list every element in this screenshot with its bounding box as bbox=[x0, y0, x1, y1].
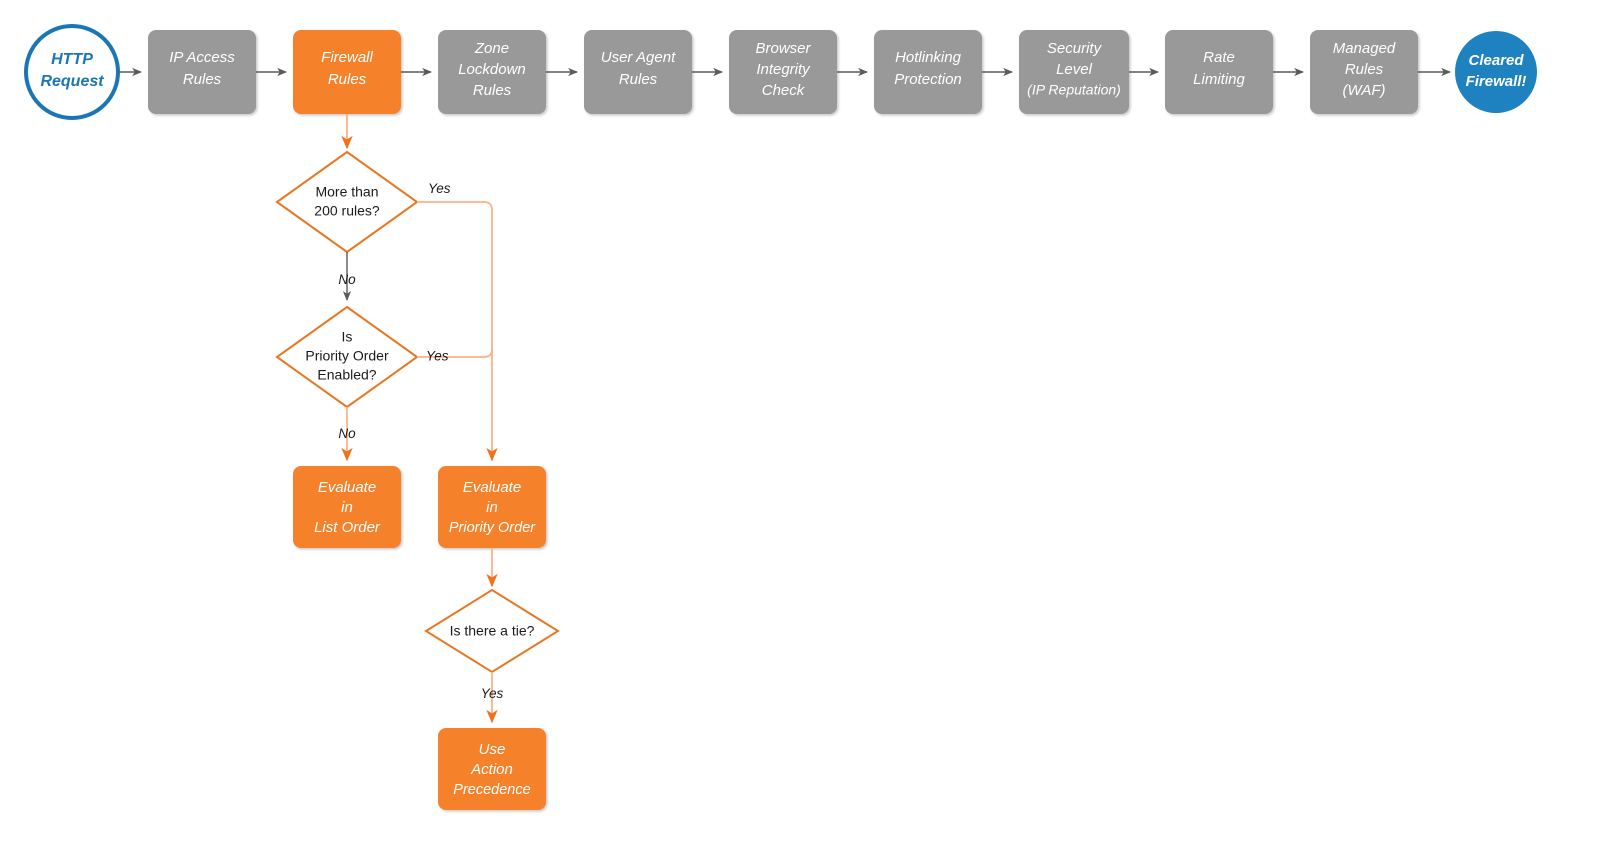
edge-label-yes-200-rules: Yes bbox=[428, 181, 451, 196]
node-evaluate-in-priority-order[interactable]: Evaluate in Priority Order bbox=[438, 466, 546, 548]
ip-access-rules-line2: Rules bbox=[183, 71, 222, 88]
node-ip-access-rules[interactable]: IP Access Rules bbox=[148, 30, 256, 114]
link-priority-enabled-yes-join bbox=[417, 348, 493, 358]
security-level-box bbox=[1019, 30, 1129, 114]
evaluate-in-list-order-box bbox=[293, 466, 401, 548]
browser-integrity-check-line1: Browser bbox=[755, 40, 811, 57]
browser-integrity-check-line2: Integrity bbox=[756, 61, 811, 78]
browser-integrity-check-box bbox=[729, 30, 837, 114]
user-agent-rules-line2: Rules bbox=[619, 71, 658, 88]
zone-lockdown-rules-line2: Lockdown bbox=[458, 61, 526, 78]
node-user-agent-rules[interactable]: User Agent Rules bbox=[584, 30, 692, 114]
node-managed-rules-waf[interactable]: Managed Rules (WAF) bbox=[1310, 30, 1418, 114]
rate-limiting-line2: Limiting bbox=[1193, 71, 1245, 88]
evaluate-in-list-order-line3: List Order bbox=[314, 519, 381, 536]
managed-rules-waf-line2: Rules bbox=[1345, 61, 1384, 78]
firewall-rules-line1: Firewall bbox=[321, 49, 373, 66]
evaluate-in-priority-order-line1: Evaluate bbox=[463, 479, 521, 496]
security-level-line2: Level bbox=[1056, 61, 1093, 78]
zone-lockdown-rules-box bbox=[438, 30, 546, 114]
node-browser-integrity-check[interactable]: Browser Integrity Check bbox=[729, 30, 837, 114]
evaluate-in-priority-order-box bbox=[438, 466, 546, 548]
node-zone-lockdown-rules[interactable]: Zone Lockdown Rules bbox=[438, 30, 546, 114]
node-is-there-a-tie[interactable]: Is there a tie? bbox=[424, 588, 560, 674]
end-label-line1: Cleared bbox=[1468, 52, 1524, 69]
start-circle bbox=[24, 24, 120, 120]
link-more-than-200-yes-to-priority-order bbox=[417, 201, 498, 462]
use-action-precedence-box bbox=[438, 728, 546, 810]
evaluate-in-priority-order-line3: Priority Order bbox=[449, 520, 536, 536]
more-than-200-rules-line2: 200 rules? bbox=[314, 203, 380, 219]
is-there-a-tie-line1: Is there a tie? bbox=[450, 623, 535, 639]
node-cleared-firewall[interactable]: Cleared Firewall! bbox=[1455, 31, 1537, 113]
evaluate-in-list-order-line2: in bbox=[341, 499, 353, 516]
use-action-precedence-line2: Action bbox=[470, 761, 513, 778]
node-rate-limiting[interactable]: Rate Limiting bbox=[1165, 30, 1273, 114]
start-label-line1: HTTP bbox=[51, 51, 93, 68]
use-action-precedence-line1: Use bbox=[479, 741, 506, 758]
use-action-precedence-line3: Precedence bbox=[453, 782, 530, 798]
more-than-200-rules-line1: More than bbox=[315, 184, 378, 200]
firewall-rules-line2: Rules bbox=[328, 71, 367, 88]
hotlinking-protection-box bbox=[874, 30, 982, 114]
user-agent-rules-line1: User Agent bbox=[601, 49, 676, 66]
rate-limiting-line1: Rate bbox=[1203, 49, 1235, 66]
zone-lockdown-rules-line1: Zone bbox=[474, 40, 509, 57]
evaluate-in-list-order-line1: Evaluate bbox=[318, 479, 376, 496]
edge-label-yes-tie: Yes bbox=[481, 686, 504, 701]
hotlinking-protection-line2: Protection bbox=[894, 71, 962, 88]
managed-rules-waf-line1: Managed bbox=[1333, 40, 1396, 57]
is-priority-order-enabled-line3: Enabled? bbox=[317, 367, 376, 383]
is-priority-order-enabled-line1: Is bbox=[342, 329, 353, 345]
node-evaluate-in-list-order[interactable]: Evaluate in List Order bbox=[293, 466, 401, 548]
security-level-line1: Security bbox=[1047, 40, 1103, 57]
user-agent-rules-box bbox=[584, 30, 692, 114]
edge-label-no-200-rules: No bbox=[338, 272, 356, 287]
start-label-line2: Request bbox=[40, 73, 104, 90]
browser-integrity-check-line3: Check bbox=[762, 82, 806, 99]
edge-label-yes-priority-order: Yes bbox=[426, 349, 449, 364]
zone-lockdown-rules-line3: Rules bbox=[473, 82, 512, 99]
node-firewall-rules[interactable]: Firewall Rules bbox=[293, 30, 401, 114]
node-hotlinking-protection[interactable]: Hotlinking Protection bbox=[874, 30, 982, 114]
hotlinking-protection-line1: Hotlinking bbox=[895, 49, 962, 66]
managed-rules-waf-box bbox=[1310, 30, 1418, 114]
node-security-level[interactable]: Security Level (IP Reputation) bbox=[1019, 30, 1129, 114]
firewall-rules-box bbox=[293, 30, 401, 114]
evaluate-in-priority-order-line2: in bbox=[486, 499, 498, 516]
is-priority-order-enabled-line2: Priority Order bbox=[305, 348, 389, 364]
ip-access-rules-box bbox=[148, 30, 256, 114]
ip-access-rules-line1: IP Access bbox=[169, 49, 235, 66]
edge-label-no-priority-order: No bbox=[338, 426, 356, 441]
end-label-line2: Firewall! bbox=[1466, 73, 1527, 90]
node-use-action-precedence[interactable]: Use Action Precedence bbox=[438, 728, 546, 810]
security-level-line3: (IP Reputation) bbox=[1027, 82, 1121, 98]
rate-limiting-box bbox=[1165, 30, 1273, 114]
end-circle bbox=[1455, 31, 1537, 113]
node-more-than-200-rules[interactable]: More than 200 rules? bbox=[275, 150, 419, 254]
managed-rules-waf-line3: (WAF) bbox=[1342, 82, 1385, 99]
node-is-priority-order-enabled[interactable]: Is Priority Order Enabled? bbox=[275, 305, 419, 409]
node-http-request[interactable]: HTTP Request bbox=[24, 24, 120, 120]
